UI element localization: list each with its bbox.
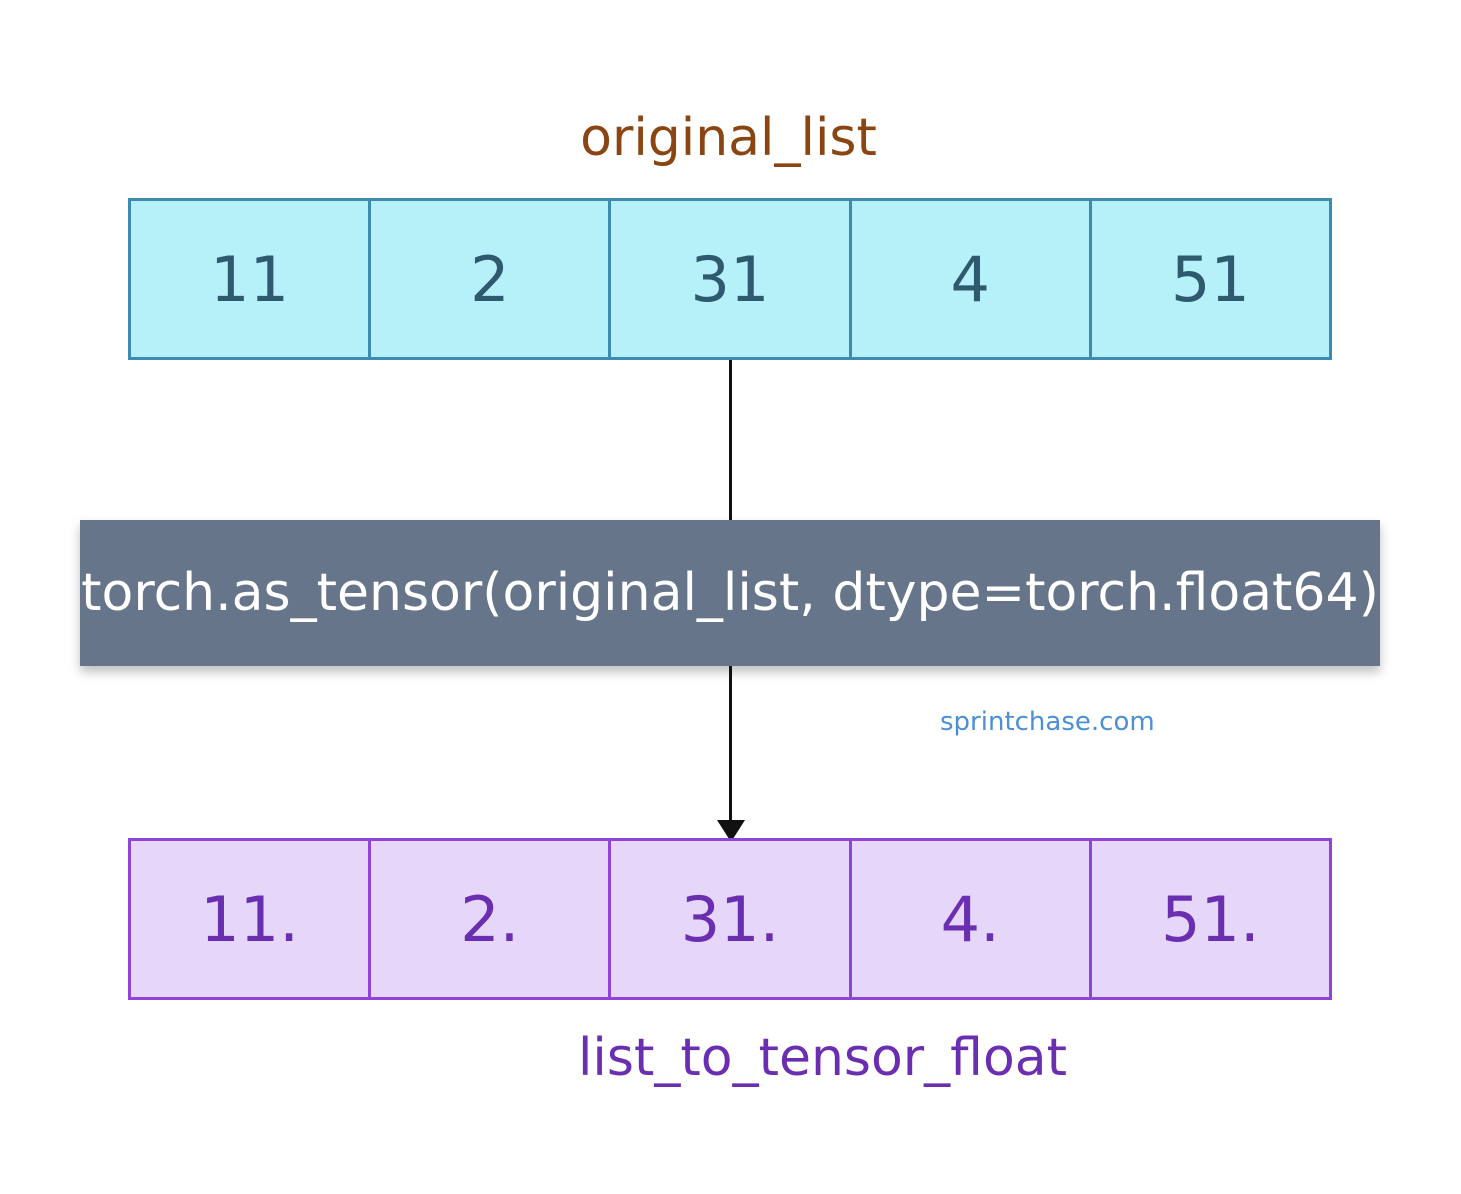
output-cell: 4. (852, 841, 1092, 997)
output-cell: 2. (371, 841, 612, 997)
connector-line-top (729, 360, 732, 520)
input-cell: 11 (131, 201, 372, 357)
input-cell: 31 (611, 201, 852, 357)
input-cell: 51 (1170, 242, 1250, 316)
output-cell: 31. (611, 841, 852, 997)
input-list-label: original_list (580, 108, 877, 168)
output-tensor-label: list_to_tensor_float (577, 1028, 1068, 1088)
output-tensor-row: 11. 2. 31. 4. 51. (128, 838, 1332, 1000)
output-cell: 11. (131, 841, 372, 997)
input-list-row: 11 2 31 4 51 (128, 198, 1332, 360)
input-cell: 2 (371, 201, 612, 357)
connector-line-bottom (729, 666, 732, 824)
operation-code: torch.as_tensor(original_list, dtype=tor… (81, 563, 1379, 623)
input-cell: 4 (852, 201, 1092, 357)
output-cell: 51. (1161, 882, 1260, 956)
arrow-down-icon (717, 820, 745, 842)
watermark: sprintchase.com (940, 707, 1155, 737)
operation-box: torch.as_tensor(original_list, dtype=tor… (80, 520, 1380, 666)
